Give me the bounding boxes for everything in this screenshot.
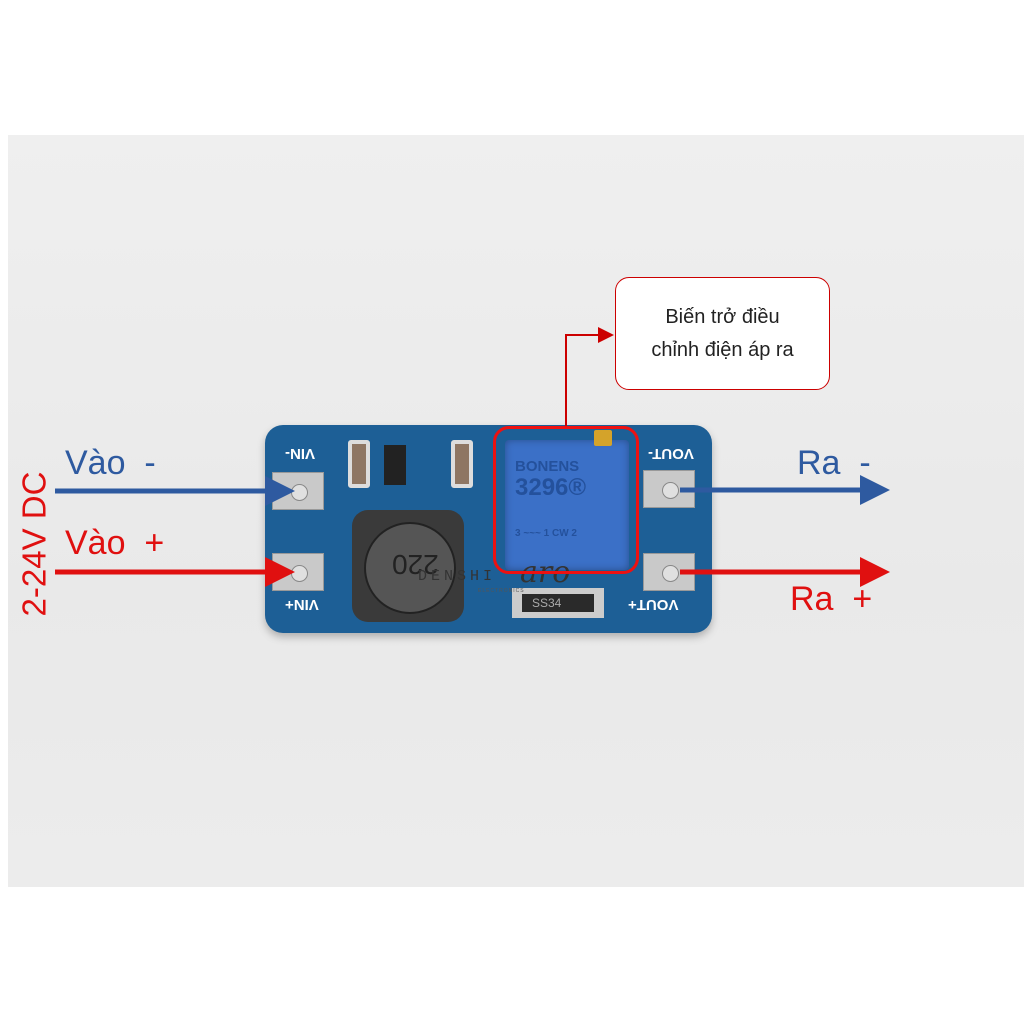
inductor — [352, 510, 464, 622]
input-voltage-label: 2-24V DC — [15, 471, 53, 617]
pot-marks: 3 ~~~ 1 CW 2 — [515, 528, 577, 539]
ic-chip — [384, 445, 406, 485]
pot-adjust-screw — [594, 430, 612, 446]
input-pos-label: Vào + — [65, 524, 165, 562]
callout-box: Biến trở điều chỉnh điện áp ra — [615, 277, 830, 390]
callout-leader — [565, 327, 614, 426]
diode: SS34 — [512, 588, 604, 618]
output-neg-label: Ra - — [797, 444, 871, 482]
input-neg-label: Vào - — [65, 444, 156, 482]
pot-brand: BONENS — [515, 458, 580, 475]
output-pos-label: Ra + — [790, 580, 873, 618]
capacitor — [451, 440, 473, 488]
pot-model: 3296® — [515, 474, 587, 501]
potentiometer-highlight — [493, 426, 639, 574]
capacitor — [348, 440, 370, 488]
callout-line1: Biến trở điều — [665, 305, 780, 328]
watermark: DENSHI — [418, 568, 497, 585]
callout-line2: chỉnh điện áp ra — [651, 338, 794, 361]
watermark-sub: ELECTRONICS — [478, 588, 525, 594]
potentiometer: BONENS 3296® 3 ~~~ 1 CW 2 — [505, 440, 629, 570]
